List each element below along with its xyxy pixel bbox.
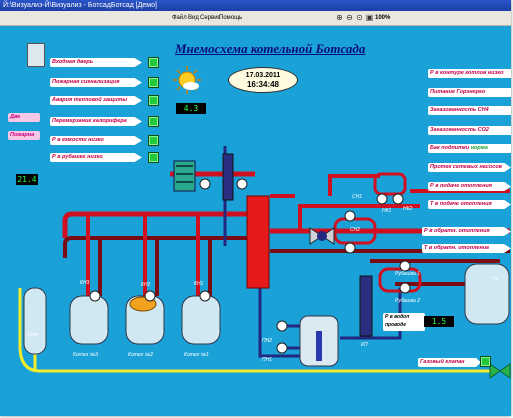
boiler-1 <box>181 295 221 345</box>
supply-pipe <box>328 174 380 196</box>
alarm-thermal: Авария тепловой защиты <box>50 96 142 105</box>
pump-kn1-label: КН1 <box>194 281 204 287</box>
menu-service[interactable]: Сервис <box>200 15 221 21</box>
menu-help[interactable]: Помощь <box>219 15 243 21</box>
pump-ch1-label: СН1 <box>352 194 363 200</box>
alarm-entry-door: Входная дверь <box>50 58 142 67</box>
jacket-2-label: Рубашка 2 <box>395 298 420 304</box>
makeup-tank-label: Бак подпитки <box>430 145 470 151</box>
status-ch4: Загазованность СН4 <box>428 106 511 115</box>
jacket-exchanger-icon <box>359 275 373 337</box>
clock: 17.03.2011 16:34:48 <box>228 67 298 93</box>
arrow-return-temp: Т в обратн. отопление <box>422 244 511 253</box>
supply-pipe <box>62 211 252 238</box>
gas-valve-label: Газовый клапан <box>418 358 481 367</box>
gas-pipe <box>18 288 490 373</box>
zoom-level: 100% <box>375 15 391 21</box>
clock-time: 16:34:48 <box>246 80 280 89</box>
water-pressure-line-1: Р в водоп <box>385 314 410 320</box>
arrow-network-pumps: Протек сетевых насосов <box>428 163 511 172</box>
pump-pn1-label: ПН1 <box>262 357 273 363</box>
status-co2: Загазованность СО2 <box>428 126 511 135</box>
placeholder-icon <box>27 43 45 67</box>
menu-file[interactable]: Файл <box>172 15 187 21</box>
water-pressure-line-2: проводе <box>385 322 406 328</box>
alarm-led-thermal <box>148 95 159 106</box>
pump-nk2-label: НК2 <box>403 206 413 212</box>
window-title: Й:\Визуализ-Й\Визуализ - БотсадБотсад [Д… <box>3 2 157 9</box>
water-pressure-display: 1.5 <box>424 316 454 327</box>
calorifier-icon <box>173 160 196 192</box>
zoom-out-icon[interactable]: ⊖ <box>346 13 353 22</box>
status-makeup-tank: Бак подпитки норма <box>428 144 511 153</box>
menu-view[interactable]: Вид <box>188 15 199 21</box>
heat-exchanger-icon <box>222 153 234 201</box>
left-display: 21.4 <box>16 174 38 185</box>
water-pressure-label: Р в водоп проводе <box>383 313 425 331</box>
page-title: Мнемосхема котельной Ботсада <box>175 41 366 56</box>
arrow-supply-pressure: Р в подаче отопления <box>428 182 511 191</box>
return-pipe <box>63 236 252 258</box>
alarm-partial-bottom: Пожарна <box>8 131 40 140</box>
alarm-jacket-pressure: Р в рубашке низко <box>50 153 142 162</box>
outdoor-temp-display: 4.3 <box>176 103 206 114</box>
boiler-partial <box>23 287 47 355</box>
status-loop-pressure: Р в контуре котлов низко <box>428 69 511 78</box>
alarm-led-fire <box>148 77 159 88</box>
alarm-led-freeze <box>148 116 159 127</box>
zoom-fit-icon[interactable]: ⊙ <box>356 13 363 22</box>
pump-kn3-label: КН3 <box>80 280 90 286</box>
alarm-led-door <box>148 57 159 68</box>
gas-valve-icon <box>489 363 511 379</box>
alarm-freeze: Перемерзание калорифера <box>50 117 142 126</box>
boiler-1-label: Котел №1 <box>184 352 209 358</box>
boiler-2-label: Котел №2 <box>128 352 153 358</box>
print-icon[interactable]: ▣ <box>365 13 374 22</box>
pump-ch2-label: СН2 <box>350 227 361 233</box>
alarm-led-tank <box>148 135 159 146</box>
valve-kp-label: КП <box>361 342 368 348</box>
pump-icons <box>89 178 411 354</box>
pump-kn2-label: КН2 <box>141 282 151 288</box>
arrow-return-pressure: Р в обратн. отопления <box>422 227 511 236</box>
status-power: Питание Горэнерго <box>428 88 511 97</box>
makeup-tank-value: норма <box>470 145 488 151</box>
boiler-3-label: Котел №3 <box>73 352 98 358</box>
pump-nk1-label: НК1 <box>382 208 392 214</box>
jacket-1-label: Рубашка 1 <box>395 271 420 277</box>
menu-bar: Файл Вид Сервис Помощь ⊕ ⊖ ⊙ ▣ 100% <box>0 11 511 26</box>
alarm-led-jacket <box>148 152 159 163</box>
expansion-tank <box>464 263 510 325</box>
title-bar: Й:\Визуализ-Й\Визуализ - БотсадБотсад [Д… <box>0 0 511 11</box>
arrow-supply-temp: Т в подаче отопления <box>428 200 511 209</box>
boiler-2 <box>125 295 165 345</box>
clock-date: 17.03.2011 <box>245 72 281 79</box>
gas-valve-led <box>480 356 491 367</box>
zoom-in-icon[interactable]: ⊕ <box>336 13 343 22</box>
sun-icon <box>173 66 201 94</box>
alarm-tank-pressure: Р в емкости низко <box>50 136 142 145</box>
alarm-partial-top: Две <box>8 113 40 122</box>
pipework-diagram <box>18 66 511 379</box>
supply-pipe <box>270 204 420 233</box>
pump-pn2-label: ПН2 <box>262 338 273 344</box>
tank-partial-label: На <box>492 276 499 282</box>
hydraulic-separator <box>246 195 270 289</box>
boiler-partial-label: Кот <box>28 332 38 338</box>
mnemonic-canvas: Мнемосхема котельной Ботсада 17.03.2011 … <box>0 26 511 416</box>
boiler-3 <box>69 295 109 345</box>
alarm-fire: Пожарная сигнализация <box>50 78 142 87</box>
